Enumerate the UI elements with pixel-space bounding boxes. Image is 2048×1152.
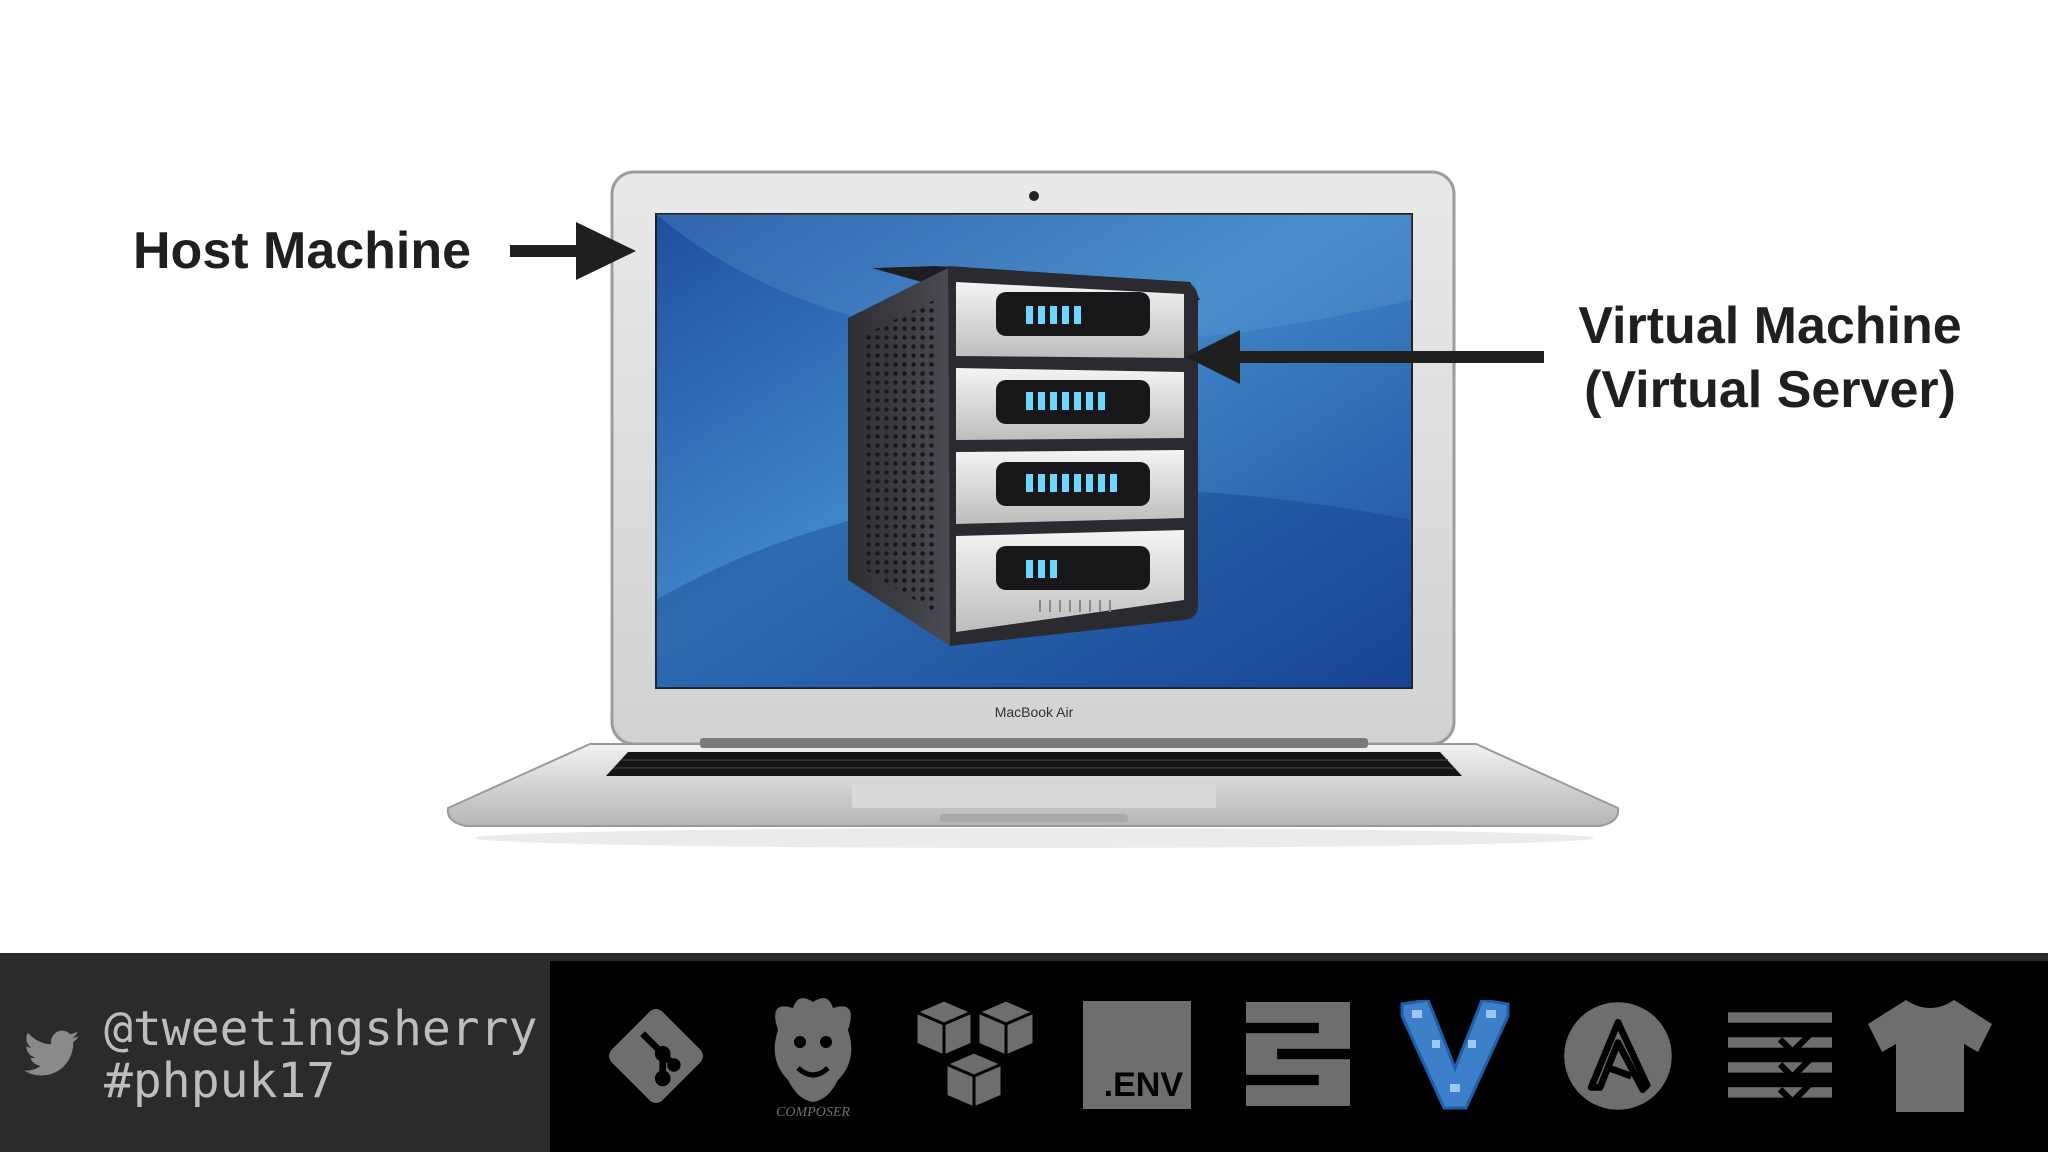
footer-divider	[550, 953, 2048, 961]
twitter-icon	[24, 1030, 80, 1076]
virtual-machine-label: Virtual Machine (Virtual Server)	[1540, 294, 2000, 422]
checklist-icon	[1728, 1012, 1832, 1107]
slide-canvas: Host Machine Virtual Machine (Virtual Se…	[133, 170, 2000, 848]
laptop-trackpad	[852, 784, 1216, 808]
ansible-icon	[1564, 1002, 1672, 1110]
vm-label-line1: Virtual Machine	[1578, 297, 1962, 355]
twitter-handle[interactable]: @tweetingsherry	[104, 1001, 538, 1057]
laptop-camera	[1029, 191, 1039, 201]
laptop-illustration	[446, 170, 1620, 848]
vm-arrow	[1186, 330, 1544, 384]
conference-hashtag[interactable]: #phpuk17	[104, 1053, 336, 1109]
composer-caption: COMPOSER	[776, 1105, 850, 1120]
laptop-brand-label: MacBook Air	[994, 704, 1074, 720]
footer-social-panel	[0, 953, 550, 1152]
server-rack-icon	[848, 266, 1200, 646]
tshirt-icon	[1868, 1000, 1992, 1112]
env-icon-label: .ENV	[1103, 1066, 1183, 1104]
zend-expressive-icon	[1246, 1002, 1350, 1106]
host-arrow	[510, 222, 636, 280]
git-icon	[609, 1009, 703, 1103]
composer-icon: COMPOSER	[774, 998, 852, 1120]
laptop-keyboard	[606, 752, 1462, 776]
vm-label-line2: (Virtual Server)	[1584, 361, 1956, 419]
host-machine-label: Host Machine	[133, 222, 472, 280]
vagrant-icon	[1400, 1000, 1510, 1110]
env-icon: .ENV	[1083, 1001, 1191, 1109]
aws-boxes-icon	[914, 998, 1036, 1110]
